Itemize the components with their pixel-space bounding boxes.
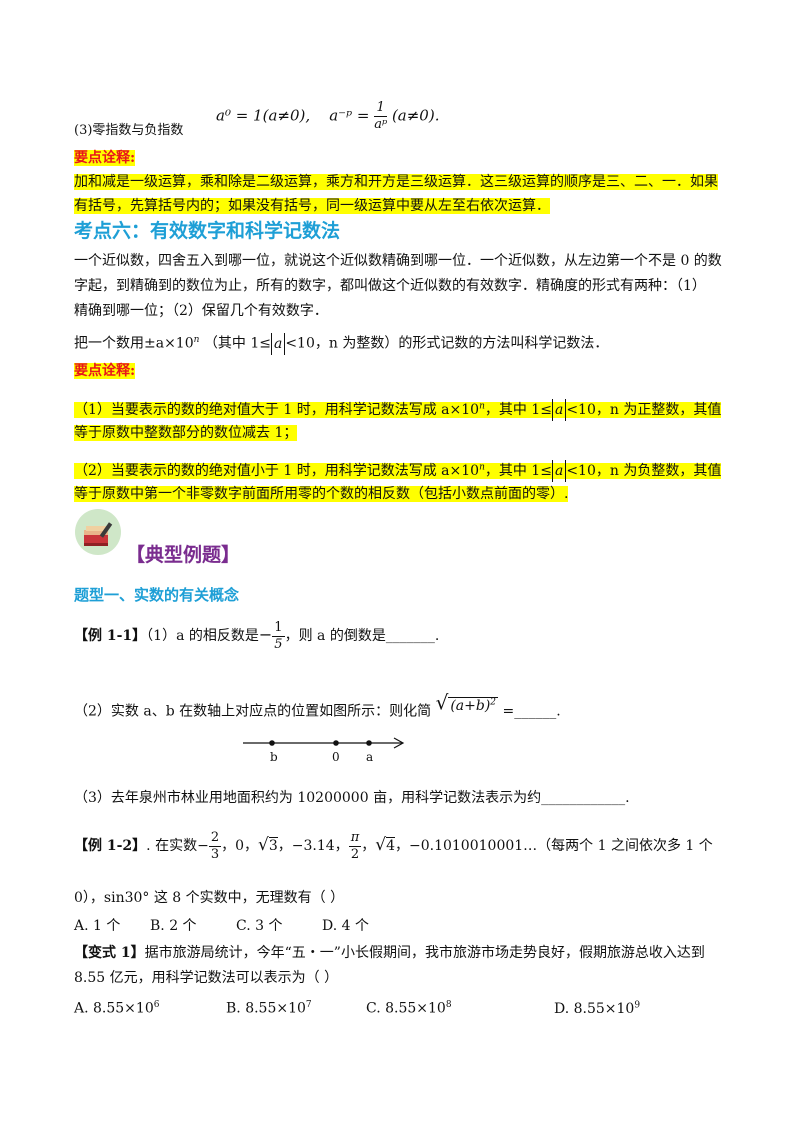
negative-exponent-fraction: 1 aᵖ — [374, 100, 388, 132]
point-a — [366, 740, 372, 746]
negative-exponent-condition: (a≠0). — [391, 106, 440, 125]
example-1-1-label: 【例 1-1】 — [74, 628, 147, 644]
example-1-2-label: 【例 1-2】 — [74, 838, 147, 854]
absolute-value-a: a — [551, 459, 567, 482]
zero-exponent-formula: a⁰ = 1(a≠0), — [216, 106, 311, 125]
sqrt-three: √3 — [258, 835, 278, 855]
sqrt-expression: √(a+b)2 — [435, 690, 499, 715]
variant-option-c: C. 8.55×108 — [366, 1000, 452, 1017]
axis-label-b: b — [270, 750, 278, 764]
point-b — [269, 740, 275, 746]
section-6-title: 考点六：有效数字和科学记数法 — [74, 220, 341, 242]
key-note-2-item-2: （2）当要表示的数的绝对值小于 1 时，用科学记数法写成 a×10n，其中 1≤… — [74, 457, 722, 482]
example-1-1-part-2: （2）实数 a、b 在数轴上对应点的位置如图所示：则化简 √(a+b)2 =__… — [74, 690, 561, 720]
key-note-2-item-2-line-2: 等于原数中第一个非零数字前面所用零的个数的相反数（包括小数点前面的零）. — [74, 486, 569, 502]
section-6-paragraph-1-line-3: 精确到哪一位；（2）保留几个有效数字． — [74, 303, 328, 319]
sqrt-four: √4 — [375, 835, 395, 855]
key-note-1-title: 要点诠释: — [74, 150, 136, 166]
example-1-2-line-2: 0），sin30° 这 8 个实数中，无理数有（ ） — [74, 890, 345, 906]
formula-label: (3)零指数与负指数 — [74, 123, 184, 138]
section-6-paragraph-1-line-2: 字起，到精确到的数位为止，所有的数字，都叫做这个近似数的有效数字．精确度的形式有… — [74, 278, 706, 294]
option-a: A. 1 个 — [74, 918, 121, 934]
example-1-2-options: A. 1 个 B. 2 个 C. 3 个 D. 4 个 — [74, 916, 369, 936]
key-note-1-line-1: 加和减是一级运算，乘和除是二级运算，乘方和开方是三级运算．这三级运算的顺序是三、… — [74, 174, 718, 190]
variant-option-d: D. 8.55×109 — [554, 1000, 641, 1017]
variant-1-options: A. 8.55×106 B. 8.55×107 C. 8.55×108 D. 8.55… — [74, 995, 640, 1019]
point-zero — [333, 740, 339, 746]
variant-1-label: 【变式 1】 — [74, 945, 145, 961]
key-note-2-item-1-line-2: 等于原数中整数部分的数位减去 1； — [74, 425, 298, 441]
absolute-value-a: a — [270, 332, 286, 355]
option-c: C. 3 个 — [236, 918, 283, 934]
variant-option-a: A. 8.55×106 — [74, 1000, 160, 1017]
section-6-paragraph-2: 把一个数用±a×10n （其中 1≤a<10，n 为整数）的形式记数的方法叫科学… — [74, 330, 608, 355]
negative-exponent-lhs: a⁻ᵖ = — [329, 106, 370, 125]
formula-zero-negative-exponent: a⁰ = 1(a≠0), a⁻ᵖ = 1 aᵖ (a≠0). — [216, 100, 439, 133]
option-b: B. 2 个 — [150, 918, 197, 934]
option-d: D. 4 个 — [322, 918, 369, 934]
key-note-2-item-1: （1）当要表示的数的绝对值大于 1 时，用科学记数法写成 a×10n，其中 1≤… — [74, 396, 722, 421]
section-6-paragraph-1-line-1: 一个近似数，四舍五入到哪一位，就说这个近似数精确到哪一位．一个近似数，从左边第一… — [74, 253, 722, 269]
variant-1-line-1: 【变式 1】据市旅游局统计，今年“五・一”小长假期间，我市旅游市场走势良好，假期… — [74, 945, 705, 961]
absolute-value-a: a — [551, 398, 567, 421]
variant-option-b: B. 8.55×107 — [226, 1000, 312, 1017]
number-line — [243, 737, 405, 749]
typical-examples-header: 【典型例题】 — [126, 544, 241, 566]
key-note-2-title: 要点诠释: — [74, 363, 136, 379]
type-1-title: 题型一、实数的有关概念 — [74, 586, 240, 604]
book-icon — [74, 508, 122, 556]
axis-label-zero: 0 — [332, 750, 340, 764]
axis-label-a: a — [366, 750, 374, 764]
example-1-1-part-3: （3）去年泉州市林业用地面积约为 10200000 亩，用科学记数法表示为约__… — [74, 790, 630, 806]
key-note-1-line-2: 有括号，先算括号内的；如果没有括号，同一级运算中要从左至右依次运算． — [74, 198, 550, 214]
variant-1-line-2: 8.55 亿元，用科学记数法可以表示为（ ） — [74, 970, 339, 986]
